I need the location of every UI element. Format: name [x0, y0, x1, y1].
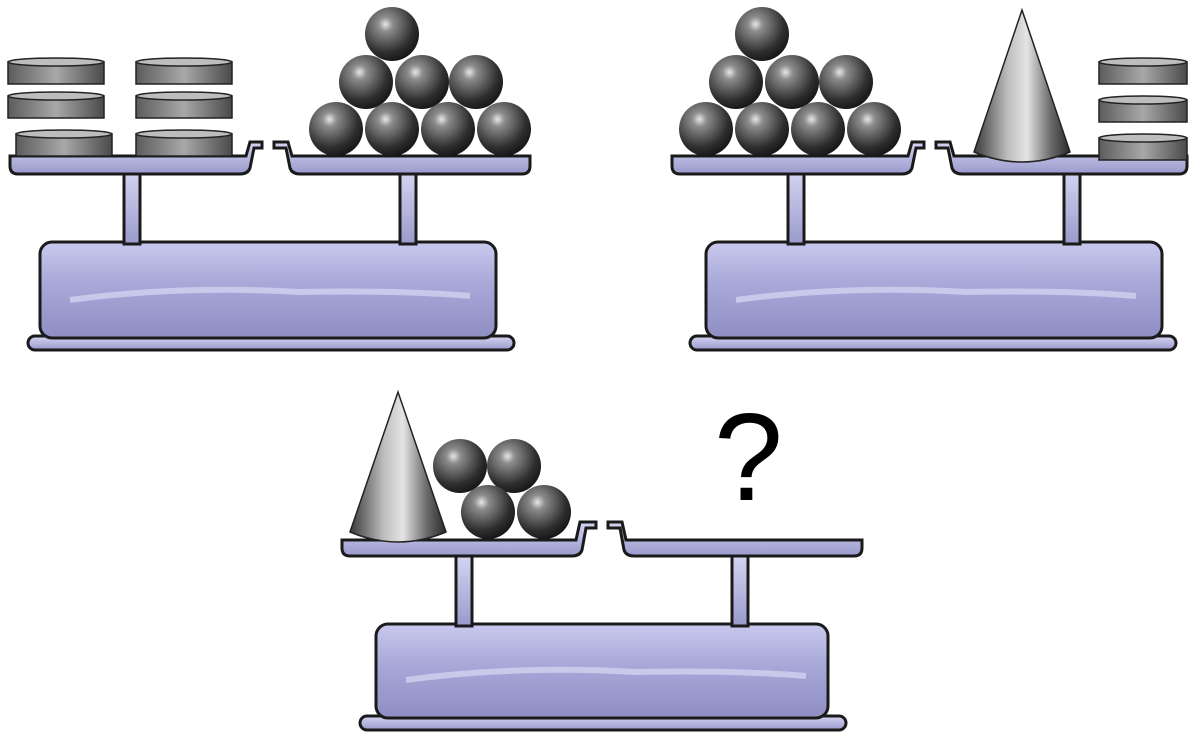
- ball: [365, 7, 419, 61]
- scale-3-balls: [433, 439, 571, 539]
- scale-1-post-left: [122, 170, 142, 246]
- ball: [679, 102, 733, 156]
- ball: [477, 102, 531, 156]
- scale-1-balls: [309, 7, 531, 156]
- scale-2-post-left: [786, 170, 806, 246]
- ball: [433, 439, 487, 493]
- scale-1-discs: [7, 57, 233, 157]
- disc: [15, 129, 113, 157]
- ball: [791, 102, 845, 156]
- scale-2-pan-right: [934, 140, 1189, 176]
- cone: [349, 389, 447, 543]
- question-mark: ?: [714, 389, 783, 527]
- ball: [365, 102, 419, 156]
- scale-1-pan-right: [272, 140, 532, 176]
- ball: [765, 55, 819, 109]
- ball: [517, 485, 571, 539]
- ball: [709, 55, 763, 109]
- disc: [135, 129, 233, 157]
- ball: [395, 55, 449, 109]
- cone: [973, 7, 1071, 163]
- ball: [847, 102, 901, 156]
- scale-3-post-right: [730, 554, 750, 628]
- scale-1-post-right: [398, 170, 418, 246]
- disc: [1098, 133, 1188, 161]
- ball: [819, 55, 873, 109]
- disc: [1098, 95, 1188, 123]
- scale-2-pan-left: [670, 140, 926, 176]
- ball: [735, 7, 789, 61]
- scale-2-post-right: [1062, 170, 1082, 246]
- scale-1: [7, 7, 532, 352]
- scale-2-balls: [679, 7, 901, 156]
- disc: [135, 57, 233, 85]
- scale-3: ?: [340, 389, 864, 732]
- ball: [449, 55, 503, 109]
- ball: [309, 102, 363, 156]
- ball: [461, 485, 515, 539]
- scale-1-pan-left: [8, 140, 264, 176]
- scale-3-pan-left: [340, 520, 598, 558]
- ball: [487, 439, 541, 493]
- scale-2: [670, 7, 1189, 352]
- disc: [135, 91, 233, 119]
- ball: [421, 102, 475, 156]
- disc: [1098, 57, 1188, 85]
- disc: [7, 91, 105, 119]
- ball: [339, 55, 393, 109]
- scale-2-discs: [1098, 57, 1188, 161]
- ball: [735, 102, 789, 156]
- scale-3-post-left: [454, 554, 474, 628]
- disc: [7, 57, 105, 85]
- scale-3-pan-right: [606, 520, 864, 558]
